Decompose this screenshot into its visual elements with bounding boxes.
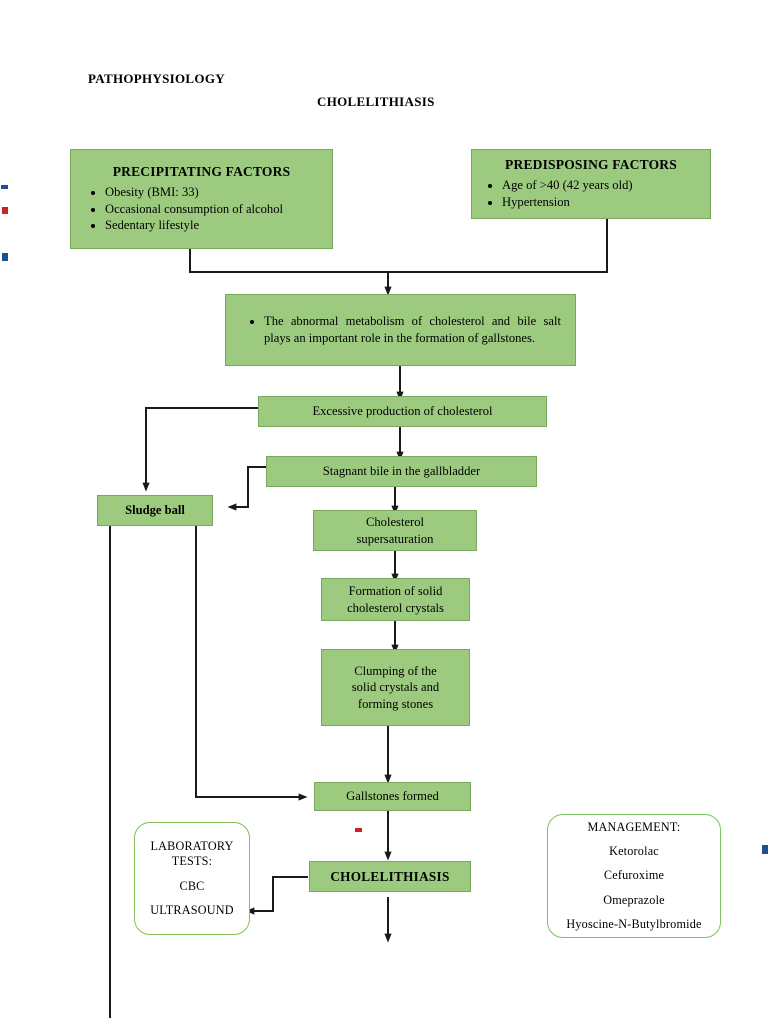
list-item: Occasional consumption of alcohol [105, 201, 326, 218]
clumping-label-line3: forming stones [357, 696, 434, 711]
crystals-label-line2: cholesterol crystals [347, 600, 444, 615]
laboratory-tests-box: LABORATORY TESTS: CBC ULTRASOUND [134, 822, 250, 935]
scan-artifact-red-mid [355, 828, 362, 832]
connector-sludge-to-gallstones [195, 526, 308, 801]
scan-artifact-red-left [2, 207, 8, 214]
scan-artifact-blue-top [1, 185, 8, 189]
precipitating-factors-box: PRECIPITATING FACTORS Obesity (BMI: 33) … [70, 149, 333, 249]
crystals-label-line1: Formation of solid [348, 584, 443, 599]
predisposing-factors-box: PREDISPOSING FACTORS Age of >40 (42 year… [471, 149, 711, 219]
supersaturation-label-line2: supersaturation [356, 531, 434, 546]
mechanism-list: The abnormal metabolism of cholesterol a… [226, 313, 575, 348]
list-item: Age of >40 (42 years old) [502, 177, 704, 194]
stagnant-bile-box: Stagnant bile in the gallbladder [266, 456, 537, 487]
connector-cholelithiasis-to-lab [245, 876, 308, 915]
cholesterol-crystals-box: Formation of solid cholesterol crystals [321, 578, 470, 621]
list-item: Sedentary lifestyle [105, 217, 326, 234]
precipitating-factors-title: PRECIPITATING FACTORS [112, 164, 291, 180]
precipitating-factors-list: Obesity (BMI: 33) Occasional consumption… [71, 184, 332, 234]
list-item: Hypertension [502, 194, 704, 211]
list-item: Obesity (BMI: 33) [105, 184, 326, 201]
scan-artifact-blue-left [2, 253, 8, 261]
lab-test-item: ULTRASOUND [150, 902, 234, 917]
excessive-cholesterol-label: Excessive production of cholesterol [312, 404, 493, 419]
management-box: MANAGEMENT: Ketorolac Cefuroxime Omepraz… [547, 814, 721, 938]
connector-stagnant-to-sludge [227, 466, 266, 511]
mechanism-box: The abnormal metabolism of cholesterol a… [225, 294, 576, 366]
cholelithiasis-diagnosis-box: CHOLELITHIASIS [309, 861, 471, 892]
management-title: MANAGEMENT: [587, 819, 681, 834]
management-drug: Omeprazole [603, 892, 665, 907]
lab-title-line1: LABORATORY [150, 839, 234, 853]
lab-title-line2: TESTS: [171, 854, 213, 869]
sludge-ball-label: Sludge ball [125, 503, 185, 518]
cholelithiasis-diagnosis-label: CHOLELITHIASIS [330, 868, 450, 884]
management-drug: Hyoscine-N-Butylbromide [566, 916, 702, 931]
page-title-pathophysiology: PATHOPHYSIOLOGY [88, 71, 225, 86]
scan-artifact-blue-right [762, 845, 768, 854]
stagnant-bile-label: Stagnant bile in the gallbladder [322, 464, 481, 479]
gallstones-formed-box: Gallstones formed [314, 782, 471, 811]
clumping-label-line2: solid crystals and [351, 680, 440, 695]
lab-test-item: CBC [179, 878, 205, 893]
gallstones-formed-label: Gallstones formed [346, 789, 439, 804]
sludge-ball-box: Sludge ball [97, 495, 213, 526]
predisposing-factors-list: Age of >40 (42 years old) Hypertension [472, 177, 710, 210]
clumping-label-line1: Clumping of the [354, 663, 437, 678]
management-drug: Cefuroxime [603, 868, 665, 883]
cholesterol-supersaturation-box: Cholesterol supersaturation [313, 510, 477, 551]
predisposing-factors-title: PREDISPOSING FACTORS [505, 157, 677, 173]
page-title-cholelithiasis: CHOLELITHIASIS [317, 94, 435, 109]
supersaturation-label-line1: Cholesterol [365, 515, 425, 530]
list-item: The abnormal metabolism of cholesterol a… [264, 313, 561, 348]
clumping-stones-box: Clumping of the solid crystals and formi… [321, 649, 470, 726]
excessive-cholesterol-box: Excessive production of cholesterol [258, 396, 547, 427]
connector-cholesterol-to-sludge [142, 407, 258, 492]
management-drug: Ketorolac [609, 844, 659, 859]
